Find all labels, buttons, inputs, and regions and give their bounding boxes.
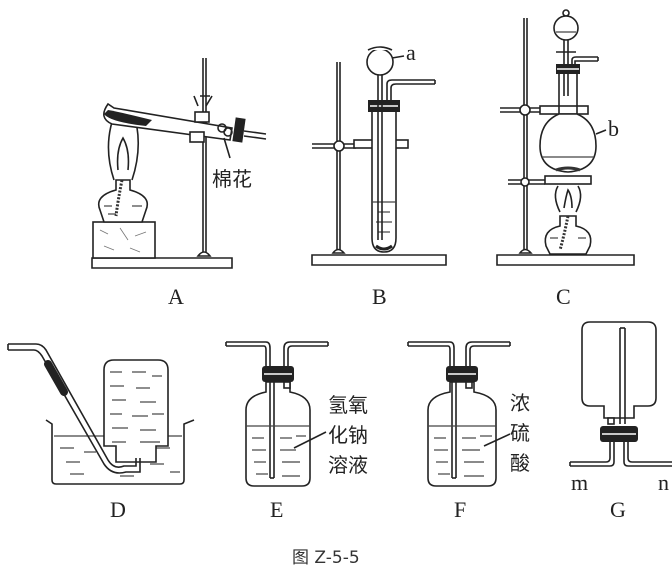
separatory-funnel	[553, 15, 579, 41]
rubber-connector	[44, 360, 68, 396]
annotation-a: a	[406, 40, 416, 65]
test-tube-b	[371, 109, 397, 253]
label-a: A	[168, 284, 184, 309]
stand-base-b	[311, 254, 447, 266]
clamp-a	[194, 111, 210, 123]
long-neck-funnel	[366, 48, 394, 76]
port-label-m: m	[571, 470, 588, 495]
inverted-gas-jar-g	[581, 321, 657, 419]
annotation-f-line2: 硫	[510, 421, 530, 445]
label-e: E	[270, 497, 283, 522]
apparatus-e: 氢氧 化钠 溶液 E	[225, 341, 368, 522]
label-c: C	[556, 284, 571, 309]
water-trough	[45, 419, 195, 485]
gas-jar-d	[103, 359, 169, 463]
annotation-e-line2: 化钠	[328, 423, 368, 447]
gas-washing-bottle-f	[427, 381, 497, 487]
figure-caption: 图 Z-5-5	[292, 548, 360, 568]
annotation-f-line1: 浓	[510, 391, 530, 415]
annotation-cotton: 棉花	[212, 167, 252, 191]
annotation-e-line3: 溶液	[328, 453, 368, 477]
label-d: D	[110, 497, 126, 522]
apparatus-g: m n G	[569, 321, 672, 522]
label-b: B	[372, 284, 387, 309]
alcohol-lamp-c	[544, 215, 592, 255]
stand-base-a	[91, 257, 233, 269]
label-g: G	[610, 497, 626, 522]
apparatus-c: b C	[496, 9, 635, 309]
apparatus-d: D	[7, 343, 195, 522]
alcohol-lamp-a	[97, 179, 149, 223]
annotation-e-line1: 氢氧	[328, 393, 368, 417]
apparatus-a: 棉花 A	[91, 58, 267, 309]
stand-base-c	[496, 254, 635, 266]
apparatus-b: a B	[311, 40, 447, 309]
apparatus-f: 浓 硫 酸 F	[407, 341, 530, 522]
annotation-f-line3: 酸	[510, 451, 530, 475]
port-label-n: n	[658, 470, 669, 495]
annotation-b: b	[608, 116, 619, 141]
gas-washing-bottle-e	[245, 381, 311, 487]
round-bottom-flask	[539, 113, 597, 173]
label-f: F	[454, 497, 466, 522]
wood-block	[92, 221, 156, 259]
